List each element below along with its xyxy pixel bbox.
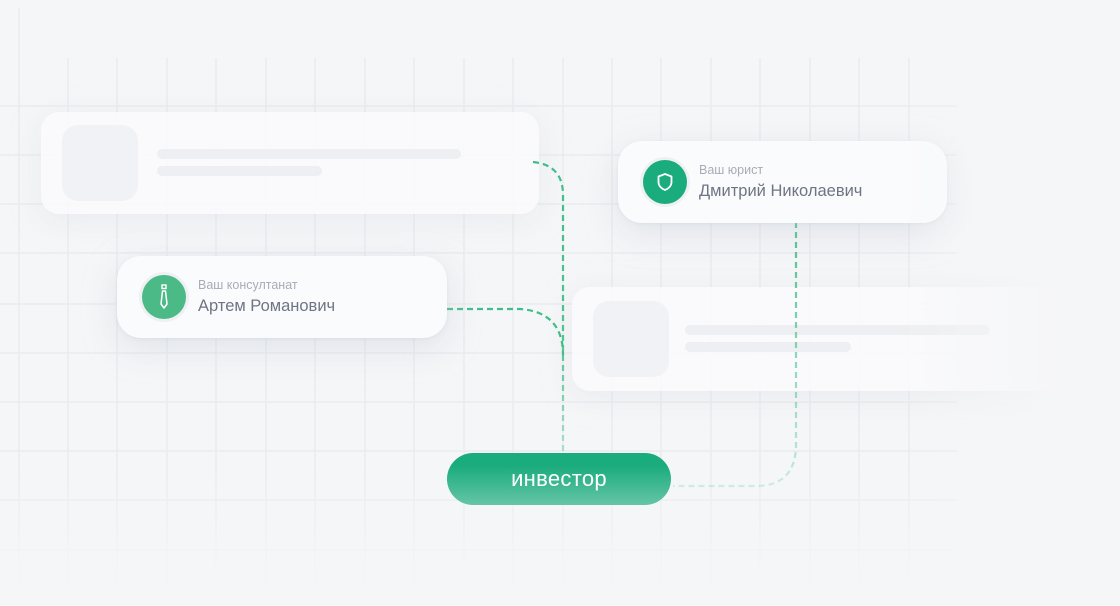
lawyer-name: Дмитрий Николаевич [699, 181, 863, 200]
consultant-avatar [142, 275, 186, 319]
fade-overlay-bottom [0, 466, 1120, 606]
consultant-role: Ваш консултанат [198, 277, 298, 292]
placeholder-line [685, 342, 851, 352]
placeholder-card-top [41, 112, 539, 214]
shield-icon [657, 173, 673, 191]
placeholder-line [685, 325, 990, 335]
connector-lawyer-to-investor [673, 222, 798, 488]
placeholder-line [157, 149, 461, 159]
lawyer-card[interactable]: Ваш юрист Дмитрий Николаевич [618, 141, 947, 223]
consultant-name: Артем Романович [198, 296, 336, 315]
consultant-card[interactable]: Ваш консултанат Артем Романович [117, 256, 447, 338]
connector-top-to-investor [532, 160, 565, 453]
placeholder-line [157, 166, 322, 176]
connector-consultant-to-investor [447, 307, 565, 356]
tie-icon [160, 284, 168, 309]
placeholder-avatar [62, 125, 138, 201]
placeholder-avatar [593, 301, 669, 377]
lawyer-avatar [643, 160, 687, 204]
lawyer-role: Ваш юрист [699, 162, 764, 177]
